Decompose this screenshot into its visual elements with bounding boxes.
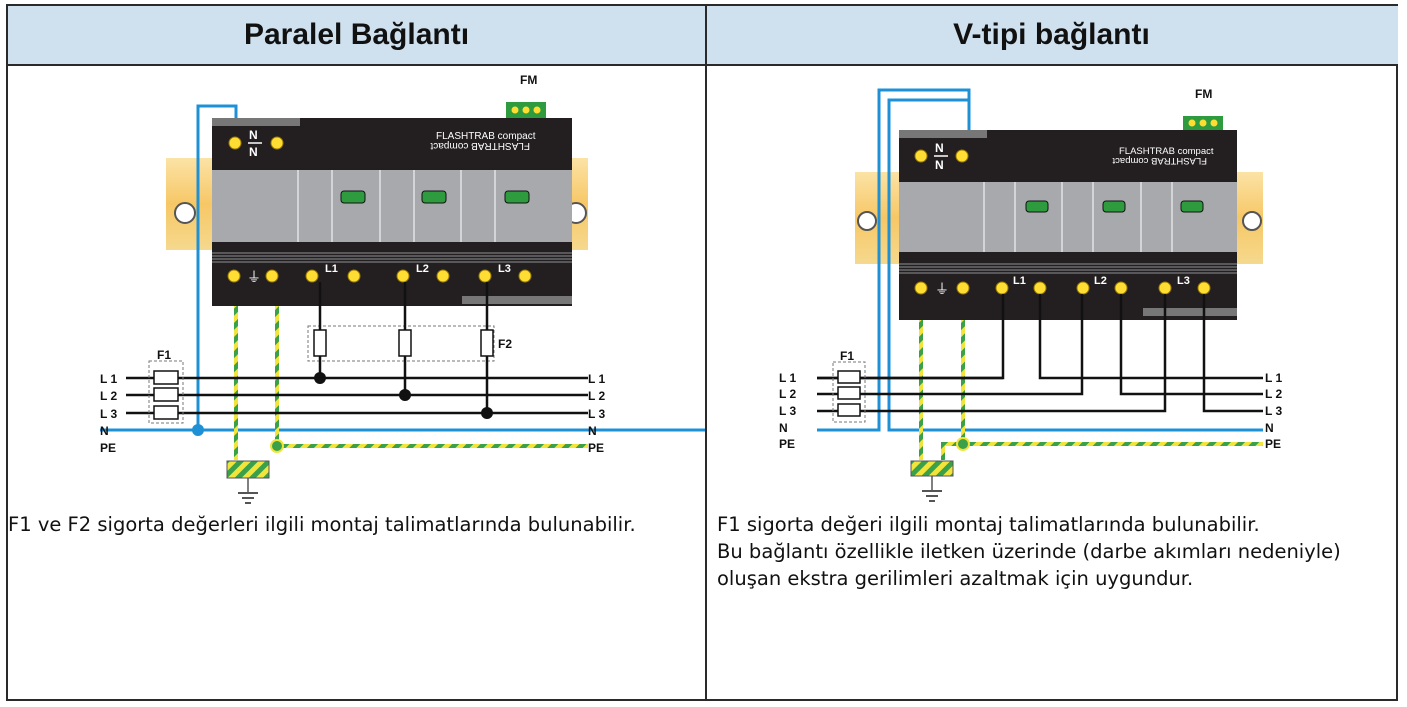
earth-bar: [226, 460, 270, 479]
line-label-l3-right: L 3: [1265, 404, 1282, 418]
f1-fuse-group: [832, 361, 866, 423]
f1-label: F1: [840, 349, 854, 363]
line-label-n-left: N: [779, 421, 788, 435]
svg-text:FLASHTRAB compact: FLASHTRAB compact: [1112, 155, 1207, 166]
line-label-n-right: N: [588, 424, 597, 438]
brand-label: FLASHTRAB compact: [1119, 146, 1214, 157]
brand-label: FLASHTRAB compact: [436, 131, 536, 142]
n-terminal-label: N: [935, 141, 944, 155]
wiring-comparison-table: Paralel Bağlantı V-tipi bağlantı FM: [6, 4, 1398, 701]
column-divider: [705, 6, 707, 699]
f1-fuse-group: [148, 360, 184, 424]
f1-label: F1: [157, 348, 171, 362]
n-wire: [196, 104, 705, 432]
earth-bar: [910, 460, 954, 477]
line-label-l3-right: L 3: [588, 407, 605, 421]
v-type-caption-line: Bu bağlantı özellikle iletken üzerinde (…: [717, 540, 1341, 563]
l3-terminal-label: L3: [498, 263, 511, 275]
line-label-l2-left: L 2: [100, 389, 117, 403]
v-type-caption: F1 sigorta değeri ilgili montaj talimatl…: [717, 511, 1341, 592]
parallel-wiring-diagram: FM N N FLASHTRAB compact FLASHTRAB compa…: [100, 73, 705, 504]
line-label-pe-right: PE: [588, 441, 604, 455]
parallel-connection-title: Paralel Bağlantı: [243, 18, 470, 51]
line-label-pe-left: PE: [100, 441, 116, 455]
protection-modules: [212, 170, 572, 242]
line-label-l2-right: L 2: [1265, 387, 1282, 401]
phase-lines: [126, 376, 588, 415]
line-label-l2-left: L 2: [779, 387, 796, 401]
line-label-l3-left: L 3: [779, 404, 796, 418]
protection-modules: [899, 182, 1237, 252]
v-type-connection-header: V-tipi bağlantı: [705, 6, 1398, 66]
parallel-caption: F1 ve F2 sigorta değerleri ilgili montaj…: [8, 513, 636, 536]
line-label-pe-left: PE: [779, 437, 795, 451]
line-label-l1-left: L 1: [779, 371, 796, 385]
svg-text:N: N: [249, 145, 258, 159]
l1-terminal-label: L1: [325, 263, 338, 275]
line-label-pe-right: PE: [1265, 437, 1281, 451]
svg-text:FLASHTRAB compact: FLASHTRAB compact: [430, 140, 530, 151]
parallel-connection-header: Paralel Bağlantı: [8, 6, 705, 66]
v-type-caption-line: oluşan ekstra gerilimleri azaltmak için …: [717, 567, 1194, 590]
l1-terminal-label: L1: [1013, 275, 1026, 287]
line-label-l2-right: L 2: [588, 389, 605, 403]
v-type-wiring-diagram: FM N N FLASHTRAB compact FLASHTRAB compa…: [779, 87, 1282, 502]
n-wire-out: [887, 98, 1263, 432]
line-label-l1-right: L 1: [588, 372, 605, 386]
n-terminal-label: N: [249, 128, 258, 142]
line-label-l3-left: L 3: [100, 407, 117, 421]
fm-label: FM: [520, 73, 537, 87]
l2-terminal-label: L2: [416, 263, 429, 275]
line-label-l1-right: L 1: [1265, 371, 1282, 385]
v-type-connection-title: V-tipi bağlantı: [953, 18, 1150, 51]
l2-terminal-label: L2: [1094, 275, 1107, 287]
f2-label: F2: [498, 337, 512, 351]
v-type-caption-line: F1 sigorta değeri ilgili montaj talimatl…: [717, 513, 1260, 536]
f2-fuse-group: [307, 325, 495, 362]
fm-label: FM: [1195, 87, 1212, 101]
line-label-n-right: N: [1265, 421, 1274, 435]
pe-terminal-label: ⏚: [247, 269, 261, 285]
line-label-l1-left: L 1: [100, 372, 117, 386]
svg-text:N: N: [935, 158, 944, 172]
line-label-n-left: N: [100, 424, 109, 438]
pe-terminal-label: ⏚: [935, 281, 949, 297]
l3-terminal-label: L3: [1177, 275, 1190, 287]
